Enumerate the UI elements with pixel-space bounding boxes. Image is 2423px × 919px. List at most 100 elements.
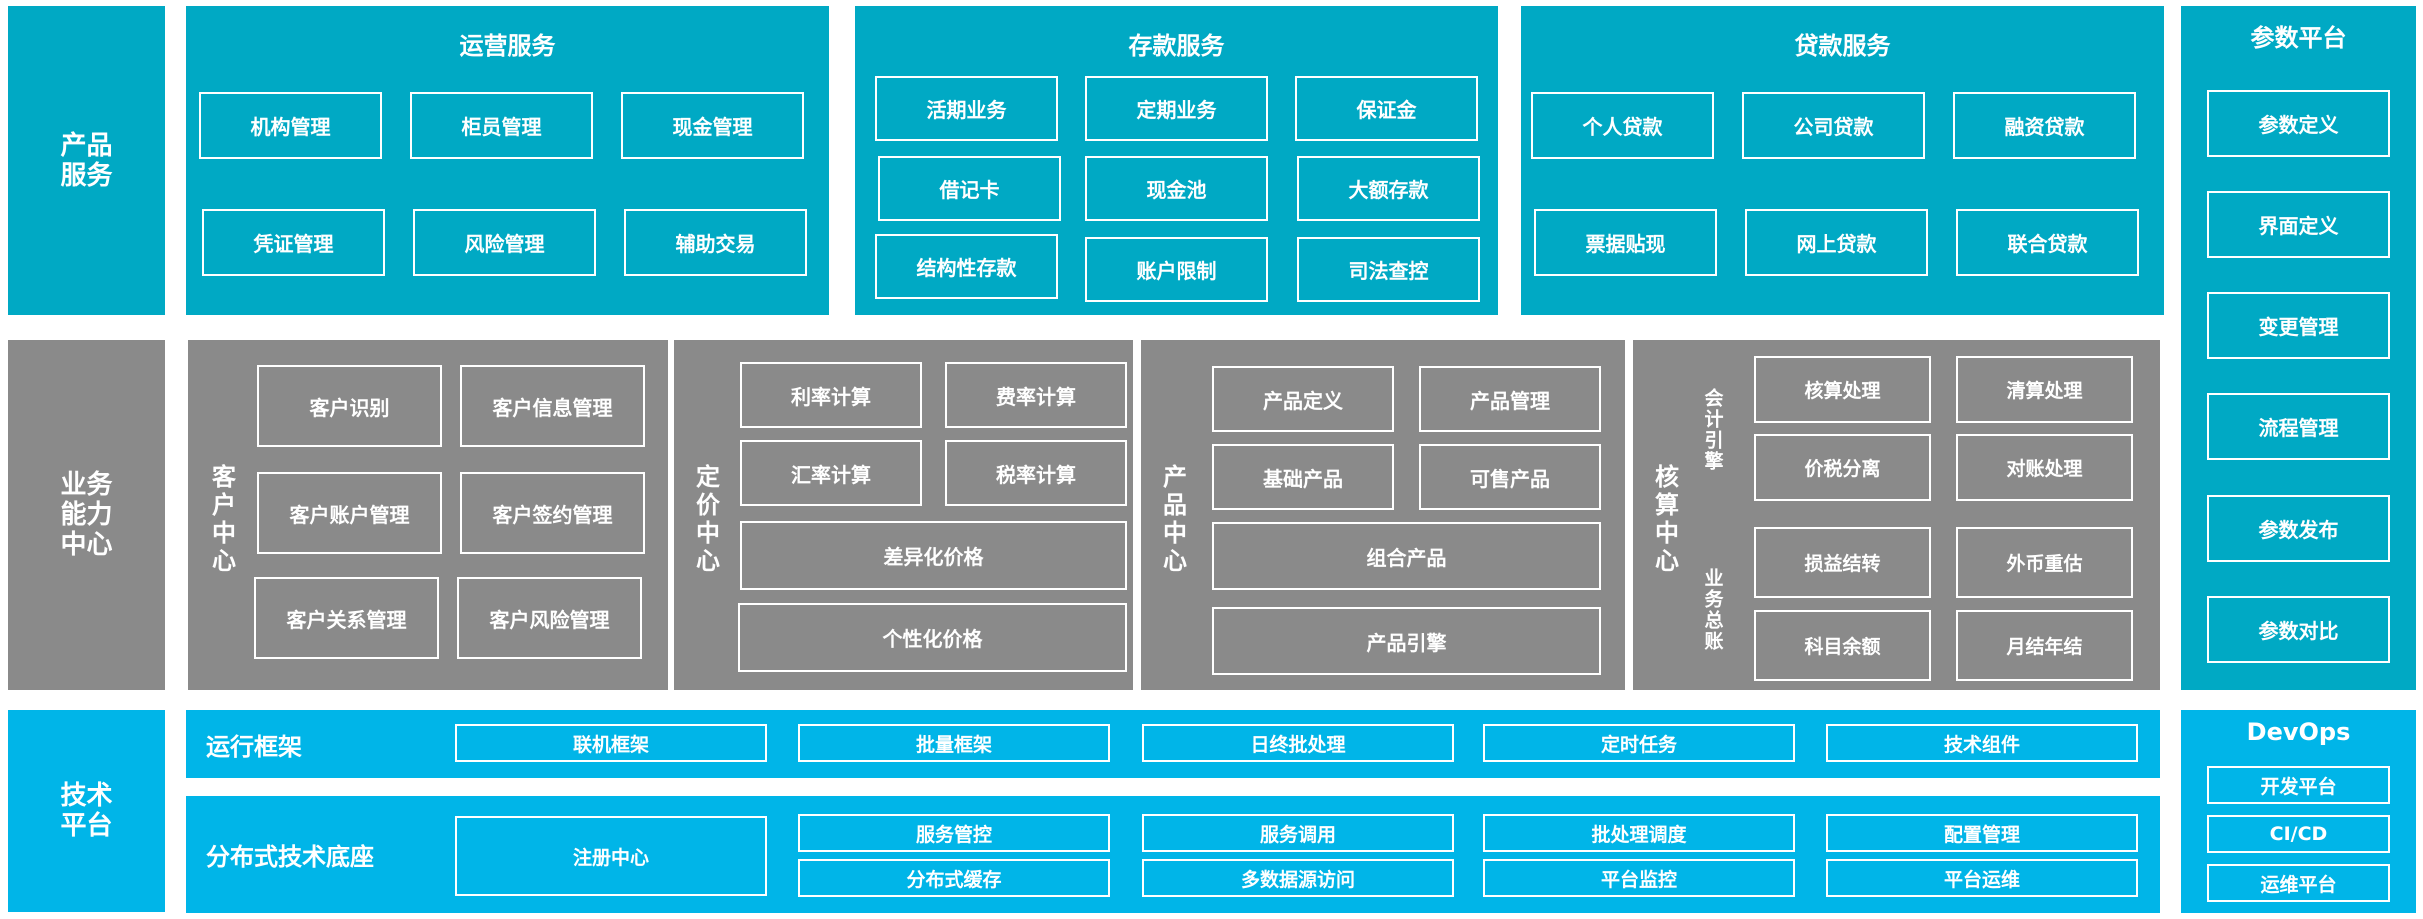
registry-center[interactable]: 注册中心 bbox=[455, 816, 767, 896]
loans-item[interactable]: 个人贷款 bbox=[1531, 92, 1714, 159]
pricing-center-label: 定价中心 bbox=[691, 464, 720, 576]
row-label-tech-platform: 技术 平台 bbox=[60, 781, 113, 841]
distributed-base-panel: 分布式技术底座 注册中心 服务管控 服务调用 批处理调度 配置管理 分布式缓存 … bbox=[186, 796, 2160, 913]
product-center-panel: 产品中心 产品定义 产品管理 基础产品 可售产品 组合产品 产品引擎 bbox=[1141, 340, 1625, 690]
devops-item[interactable]: CI/CD bbox=[2207, 815, 2390, 853]
product-center-label: 产品中心 bbox=[1158, 464, 1187, 576]
runtime-item[interactable]: 定时任务 bbox=[1483, 724, 1795, 762]
distributed-item[interactable]: 平台监控 bbox=[1483, 859, 1795, 897]
row-label-business-center-panel bbox=[8, 340, 165, 690]
accounting-center-item[interactable]: 核算处理 bbox=[1754, 356, 1931, 423]
pricing-center-item[interactable]: 汇率计算 bbox=[740, 440, 922, 506]
param-platform-item[interactable]: 界面定义 bbox=[2207, 191, 2390, 258]
loans-item[interactable]: 公司贷款 bbox=[1742, 92, 1925, 159]
distributed-item[interactable]: 配置管理 bbox=[1826, 814, 2138, 852]
param-platform-item[interactable]: 流程管理 bbox=[2207, 393, 2390, 460]
runtime-item[interactable]: 日终批处理 bbox=[1142, 724, 1454, 762]
distributed-item[interactable]: 多数据源访问 bbox=[1142, 859, 1454, 897]
runtime-item[interactable]: 联机框架 bbox=[455, 724, 767, 762]
pricing-center-item[interactable]: 个性化价格 bbox=[738, 603, 1127, 672]
deposits-item[interactable]: 保证金 bbox=[1295, 76, 1478, 141]
operations-item[interactable]: 凭证管理 bbox=[202, 209, 385, 276]
accounting-center-item[interactable]: 清算处理 bbox=[1956, 356, 2133, 423]
product-center-item[interactable]: 基础产品 bbox=[1212, 444, 1394, 510]
runtime-item[interactable]: 技术组件 bbox=[1826, 724, 2138, 762]
loans-panel: 贷款服务 个人贷款 公司贷款 融资贷款 票据贴现 网上贷款 联合贷款 bbox=[1521, 6, 2164, 315]
operations-panel: 运营服务 机构管理 柜员管理 现金管理 凭证管理 风险管理 辅助交易 bbox=[186, 6, 829, 315]
param-platform-item[interactable]: 参数定义 bbox=[2207, 90, 2390, 157]
deposits-title: 存款服务 bbox=[1128, 32, 1225, 60]
loans-item[interactable]: 联合贷款 bbox=[1956, 209, 2139, 276]
deposits-item[interactable]: 现金池 bbox=[1085, 156, 1268, 221]
distributed-item[interactable]: 服务管控 bbox=[798, 814, 1110, 852]
row-label-tech-platform-panel bbox=[8, 710, 165, 912]
accounting-center-item[interactable]: 对账处理 bbox=[1956, 434, 2133, 501]
accounting-center-panel: 核算中心 会计引擎 业务总账 核算处理 清算处理 价税分离 对账处理 损益结转 … bbox=[1633, 340, 2160, 690]
accounting-center-label: 核算中心 bbox=[1650, 464, 1679, 576]
deposits-item[interactable]: 结构性存款 bbox=[875, 234, 1058, 299]
operations-title: 运营服务 bbox=[459, 32, 556, 60]
product-center-item[interactable]: 产品定义 bbox=[1212, 366, 1394, 432]
customer-center-item[interactable]: 客户账户管理 bbox=[257, 472, 442, 554]
product-center-item[interactable]: 组合产品 bbox=[1212, 522, 1601, 590]
deposits-item[interactable]: 司法查控 bbox=[1297, 237, 1480, 302]
product-center-item[interactable]: 产品引擎 bbox=[1212, 607, 1601, 675]
customer-center-panel: 客户中心 客户识别 客户信息管理 客户账户管理 客户签约管理 客户关系管理 客户… bbox=[188, 340, 668, 690]
customer-center-item[interactable]: 客户信息管理 bbox=[460, 365, 645, 447]
operations-item[interactable]: 风险管理 bbox=[413, 209, 596, 276]
row-label-business-center: 业务 能力 中心 bbox=[60, 470, 113, 560]
accounting-center-item[interactable]: 月结年结 bbox=[1956, 610, 2133, 681]
pricing-center-item[interactable]: 利率计算 bbox=[740, 362, 922, 428]
product-center-item[interactable]: 产品管理 bbox=[1419, 366, 1601, 432]
param-platform-item[interactable]: 变更管理 bbox=[2207, 292, 2390, 359]
customer-center-label: 客户中心 bbox=[207, 464, 236, 576]
pricing-center-item[interactable]: 费率计算 bbox=[945, 362, 1127, 428]
general-ledger-label: 业务总账 bbox=[1701, 568, 1724, 652]
accounting-center-item[interactable]: 外币重估 bbox=[1956, 527, 2133, 598]
deposits-item[interactable]: 借记卡 bbox=[878, 156, 1061, 221]
customer-center-item[interactable]: 客户关系管理 bbox=[254, 577, 439, 659]
accounting-engine-label: 会计引擎 bbox=[1701, 388, 1724, 472]
devops-title: DevOps bbox=[2246, 718, 2351, 746]
distributed-item[interactable]: 服务调用 bbox=[1142, 814, 1454, 852]
pricing-center-panel: 定价中心 利率计算 费率计算 汇率计算 税率计算 差异化价格 个性化价格 bbox=[674, 340, 1133, 690]
row-label-product-services-panel bbox=[8, 6, 165, 315]
runtime-framework-label: 运行框架 bbox=[206, 732, 302, 761]
customer-center-item[interactable]: 客户签约管理 bbox=[460, 472, 645, 554]
operations-item[interactable]: 辅助交易 bbox=[624, 209, 807, 276]
accounting-center-item[interactable]: 价税分离 bbox=[1754, 434, 1931, 501]
distributed-item[interactable]: 批处理调度 bbox=[1483, 814, 1795, 852]
deposits-item[interactable]: 账户限制 bbox=[1085, 237, 1268, 302]
product-center-item[interactable]: 可售产品 bbox=[1419, 444, 1601, 510]
loans-item[interactable]: 票据贴现 bbox=[1534, 209, 1717, 276]
deposits-item[interactable]: 大额存款 bbox=[1297, 156, 1480, 221]
deposits-item[interactable]: 活期业务 bbox=[875, 76, 1058, 141]
accounting-center-item[interactable]: 科目余额 bbox=[1754, 610, 1931, 681]
customer-center-item[interactable]: 客户风险管理 bbox=[457, 577, 642, 659]
deposits-item[interactable]: 定期业务 bbox=[1085, 76, 1268, 141]
loans-title: 贷款服务 bbox=[1794, 32, 1891, 60]
loans-item[interactable]: 融资贷款 bbox=[1953, 92, 2136, 159]
runtime-item[interactable]: 批量框架 bbox=[798, 724, 1110, 762]
pricing-center-item[interactable]: 差异化价格 bbox=[740, 521, 1127, 590]
param-platform-item[interactable]: 参数发布 bbox=[2207, 495, 2390, 562]
distributed-base-label: 分布式技术底座 bbox=[206, 843, 374, 871]
pricing-center-item[interactable]: 税率计算 bbox=[945, 440, 1127, 506]
operations-item[interactable]: 现金管理 bbox=[621, 92, 804, 159]
operations-item[interactable]: 机构管理 bbox=[199, 92, 382, 159]
distributed-item[interactable]: 平台运维 bbox=[1826, 859, 2138, 897]
devops-item[interactable]: 运维平台 bbox=[2207, 864, 2390, 902]
devops-item[interactable]: 开发平台 bbox=[2207, 766, 2390, 804]
devops-panel: DevOps 开发平台 CI/CD 运维平台 bbox=[2181, 710, 2416, 913]
row-label-product-services: 产品 服务 bbox=[60, 130, 113, 191]
loans-item[interactable]: 网上贷款 bbox=[1745, 209, 1928, 276]
param-platform-item[interactable]: 参数对比 bbox=[2207, 596, 2390, 663]
param-platform-title: 参数平台 bbox=[2250, 24, 2347, 52]
operations-item[interactable]: 柜员管理 bbox=[410, 92, 593, 159]
deposits-panel: 存款服务 活期业务 定期业务 保证金 借记卡 现金池 大额存款 结构性存款 账户… bbox=[855, 6, 1498, 315]
distributed-item[interactable]: 分布式缓存 bbox=[798, 859, 1110, 897]
customer-center-item[interactable]: 客户识别 bbox=[257, 365, 442, 447]
runtime-framework-panel: 运行框架 联机框架 批量框架 日终批处理 定时任务 技术组件 bbox=[186, 710, 2160, 778]
param-platform-panel: 参数平台 参数定义 界面定义 变更管理 流程管理 参数发布 参数对比 bbox=[2181, 6, 2416, 690]
accounting-center-item[interactable]: 损益结转 bbox=[1754, 527, 1931, 598]
